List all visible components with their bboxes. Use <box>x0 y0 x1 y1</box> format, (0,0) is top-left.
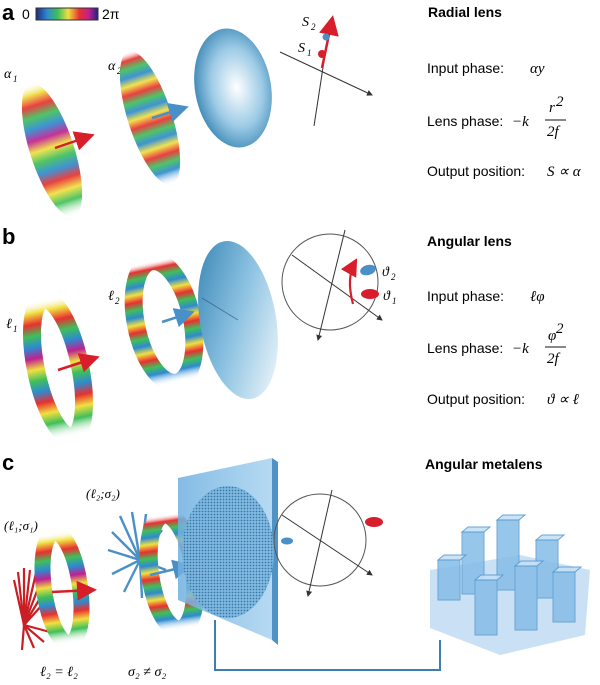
pillar-2-top <box>460 526 492 533</box>
pillar-6 <box>474 579 498 636</box>
alpha1-beam-profile <box>21 83 83 217</box>
l1-ring-beam <box>23 290 93 446</box>
spot-theta1 <box>361 289 379 299</box>
eq-sigma-relation: σ₂ ≠ σ₂ <box>128 665 166 680</box>
radial-lens-prefix: −k <box>512 114 529 130</box>
beam-c1-label: (ℓ₁;σ₁) <box>4 518 38 533</box>
angular-lens <box>198 240 278 400</box>
angular-lens-num-exp: 2 <box>556 321 564 337</box>
pillar-7-top <box>551 566 583 573</box>
colorbar-gradient <box>35 7 99 21</box>
radial-lens-num-exp: 2 <box>556 94 564 110</box>
beam-alpha1: α 1 <box>4 67 95 217</box>
pillar-4-top <box>534 534 566 541</box>
eq-l-relation: ℓ₂ = ℓ₂ <box>40 665 78 680</box>
beam-c2-label: (ℓ₂;σ₂) <box>86 486 120 501</box>
alpha1-direction-arrow <box>54 131 95 151</box>
alpha2-label: α <box>108 59 116 74</box>
radial-output-expr: S ∝ α <box>547 164 582 180</box>
radial-lens-label: Lens phase: <box>427 113 503 129</box>
angular-lens-title: Angular lens <box>427 233 512 249</box>
l2-sub: 2 <box>115 296 120 306</box>
angular-lens-num: φ <box>548 328 556 344</box>
pillar-6-top <box>473 574 505 581</box>
spot-c-blue <box>281 537 293 545</box>
plane-c-y-axis <box>306 489 333 597</box>
angular-lens-seam <box>201 297 239 321</box>
radial-lens-title: Radial lens <box>428 4 502 20</box>
alpha2-sub: 2 <box>117 66 122 76</box>
output-plane-c <box>273 489 383 597</box>
angular-input-expr: ℓφ <box>530 289 545 305</box>
radial-input-expr: αy <box>530 61 545 77</box>
alpha1-sub: 1 <box>13 74 18 84</box>
s1-sub: 1 <box>307 48 312 58</box>
alpha2-beam-profile <box>119 51 181 185</box>
angular-lens-prefix: −k <box>512 341 529 357</box>
pillar-5-top <box>513 560 545 567</box>
angular-output-expr: ϑ ∝ ℓ <box>547 392 579 408</box>
pillar-1 <box>437 559 461 601</box>
displacement-arrow <box>319 15 339 69</box>
panel-c-letter: c <box>2 450 14 475</box>
theta1-label: ϑ <box>383 289 391 304</box>
alpha2-direction-arrow <box>151 102 189 123</box>
panel-a-letter: a <box>2 0 15 25</box>
angular-metalens-title: Angular metalens <box>425 456 543 472</box>
c-beam1-arrow <box>51 580 97 601</box>
s2-sub: 2 <box>311 22 316 32</box>
metasurface-array <box>182 486 274 618</box>
metalens-plate <box>178 458 278 645</box>
l2-label: ℓ <box>108 289 114 304</box>
output-plane-b: ϑ 2 ϑ 1 <box>281 229 397 341</box>
spot-theta2 <box>360 264 376 276</box>
theta2-label: ϑ <box>382 265 390 280</box>
plane-a-x-axis <box>279 51 373 96</box>
plane-c-x-axis <box>281 514 373 576</box>
radial-input-label: Input phase: <box>427 60 504 76</box>
spot-s2 <box>322 33 330 41</box>
beam-alpha2: α 2 <box>108 51 189 185</box>
angular-input-label: Input phase: <box>427 288 504 304</box>
l2-direction-arrow <box>161 308 195 328</box>
plane-b-circle <box>281 233 379 331</box>
plane-b-x-axis <box>291 254 383 321</box>
l1-direction-arrow <box>57 353 100 373</box>
radial-lens <box>194 28 272 148</box>
angular-lens-label: Lens phase: <box>427 340 503 356</box>
zoom-connector-line <box>214 620 441 671</box>
pillar-7 <box>552 571 576 623</box>
pillar-1-top <box>436 554 468 561</box>
output-plane-a: S 2 S 1 <box>279 15 373 127</box>
spot-c-red <box>365 517 383 527</box>
l1-label: ℓ <box>6 317 12 332</box>
beam-l1: ℓ 1 <box>6 290 100 446</box>
s2-label: S <box>302 15 309 30</box>
spot-s1 <box>318 50 326 58</box>
angular-lens-den: 2f <box>547 351 561 367</box>
radial-output-label: Output position: <box>427 163 525 179</box>
alpha1-label: α <box>4 67 12 82</box>
angular-output-label: Output position: <box>427 391 525 407</box>
plane-b-y-axis <box>316 229 346 341</box>
rotation-arrow <box>340 258 358 305</box>
colorbar-min-label: 0 <box>22 6 30 22</box>
theta2-sub: 2 <box>391 272 396 282</box>
beam-l2: ℓ 2 <box>108 252 204 392</box>
colorbar-max-label: 2π <box>102 6 120 22</box>
pillar-5 <box>514 565 538 631</box>
metalens-pillars <box>430 514 590 655</box>
theta1-sub: 1 <box>392 296 397 306</box>
phase-colorbar: 0 2π <box>22 6 120 22</box>
l1-sub: 1 <box>13 324 18 334</box>
radial-lens-den: 2f <box>547 124 561 140</box>
panel-b-letter: b <box>2 224 15 249</box>
radial-lens-num: r <box>549 100 555 116</box>
s1-label: S <box>298 41 305 56</box>
c-beam1-ring <box>34 524 90 652</box>
pillar-3-top <box>495 514 527 521</box>
plane-c-circle <box>273 493 367 587</box>
